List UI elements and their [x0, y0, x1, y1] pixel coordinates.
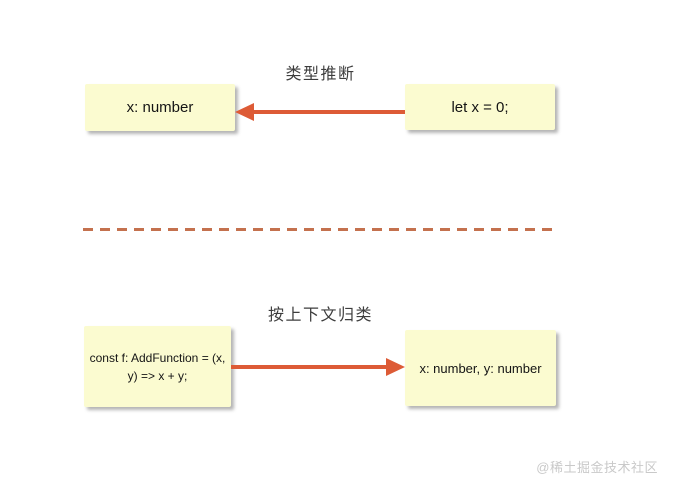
context-arrow-icon [231, 358, 405, 376]
function-decl-text: const f: AddFunction = (x, y) => x + y; [90, 349, 226, 385]
inferred-type-box: x: number [85, 84, 235, 131]
inference-arrow-icon [235, 103, 405, 121]
contextual-type-box: x: number, y: number [405, 330, 556, 406]
bottom-section-title: 按上下文归类 [267, 307, 373, 324]
function-decl-line2: y) => x + y; [127, 368, 188, 383]
dashed-divider [83, 228, 558, 231]
watermark: @稀土掘金技术社区 [536, 460, 658, 475]
declaration-box: let x = 0; [405, 84, 555, 130]
top-section-title: 类型推断 [285, 66, 356, 83]
function-decl-box: const f: AddFunction = (x, y) => x + y; [84, 326, 231, 407]
function-decl-line1: const f: AddFunction = (x, [89, 350, 226, 365]
